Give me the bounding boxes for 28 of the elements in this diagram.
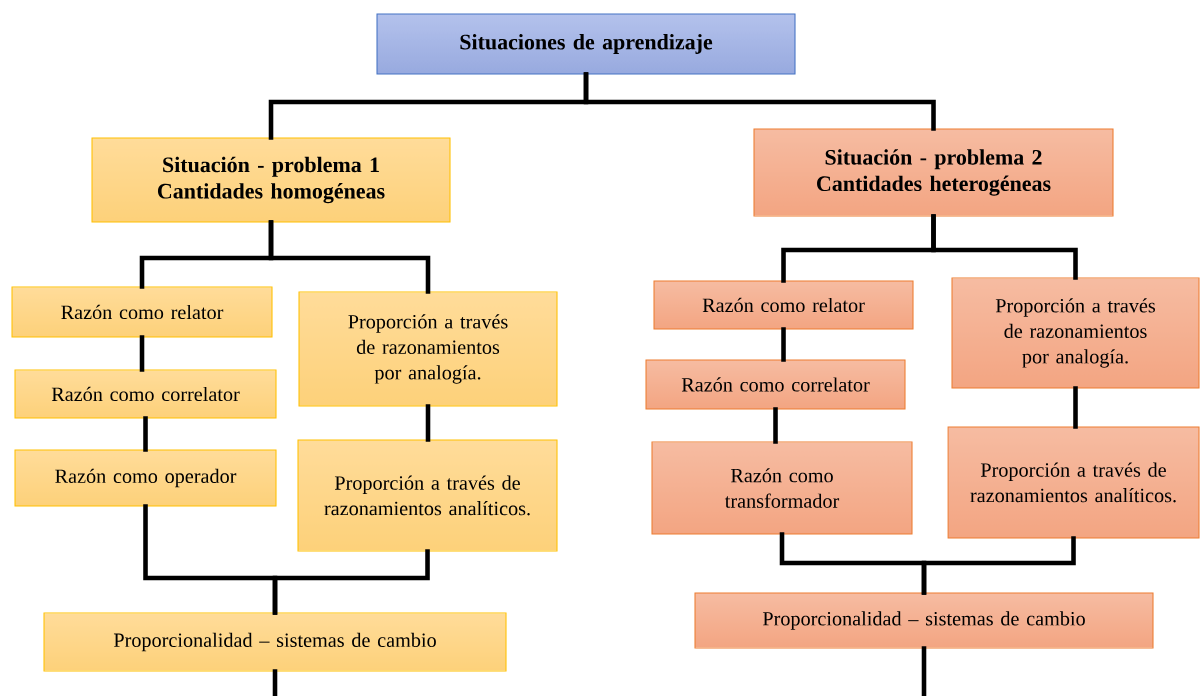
concept-box: Razón como relator <box>653 280 914 330</box>
connector-line <box>921 536 1076 595</box>
concept-box: Proporción a través de razonamientos por analogía. <box>951 277 1200 389</box>
title-box: Situaciones de aprendizaje <box>376 13 796 75</box>
heading-box: Situación - problema 1 Cantidades homogéneas <box>91 137 451 223</box>
result-box: Proporcionalidad – sistemas de cambio <box>694 592 1154 649</box>
connector-line <box>781 327 786 362</box>
connector-line <box>583 72 936 131</box>
connector-line <box>272 669 278 696</box>
concept-box: Razón como transformador <box>651 441 913 535</box>
heading-box: Situación - problema 2 Cantidades heterogéneas <box>753 128 1114 217</box>
connector-line <box>143 416 148 452</box>
connector-line <box>921 646 927 696</box>
concept-box: Razón como correlator <box>645 359 906 410</box>
concept-box: Razón como correlator <box>14 369 277 419</box>
connector-line <box>139 335 145 372</box>
concept-box: Proporción a través de razonamientos analíticos. <box>947 426 1200 539</box>
concept-box: Proporción a través de razonamientos analíticos. <box>297 439 558 552</box>
connector-line <box>773 407 778 444</box>
connector-line <box>931 214 1078 280</box>
connector-line <box>268 220 431 294</box>
concept-box: Razón como relator <box>11 286 273 338</box>
result-box: Proporcionalidad – sistemas de cambio <box>43 612 507 672</box>
concept-box: Proporción a través de razonamientos por analogía. <box>298 291 558 407</box>
connector-line <box>1073 386 1078 429</box>
connector-line <box>272 549 430 615</box>
connector-line <box>425 404 431 442</box>
concept-box: Razón como operador <box>14 449 277 507</box>
